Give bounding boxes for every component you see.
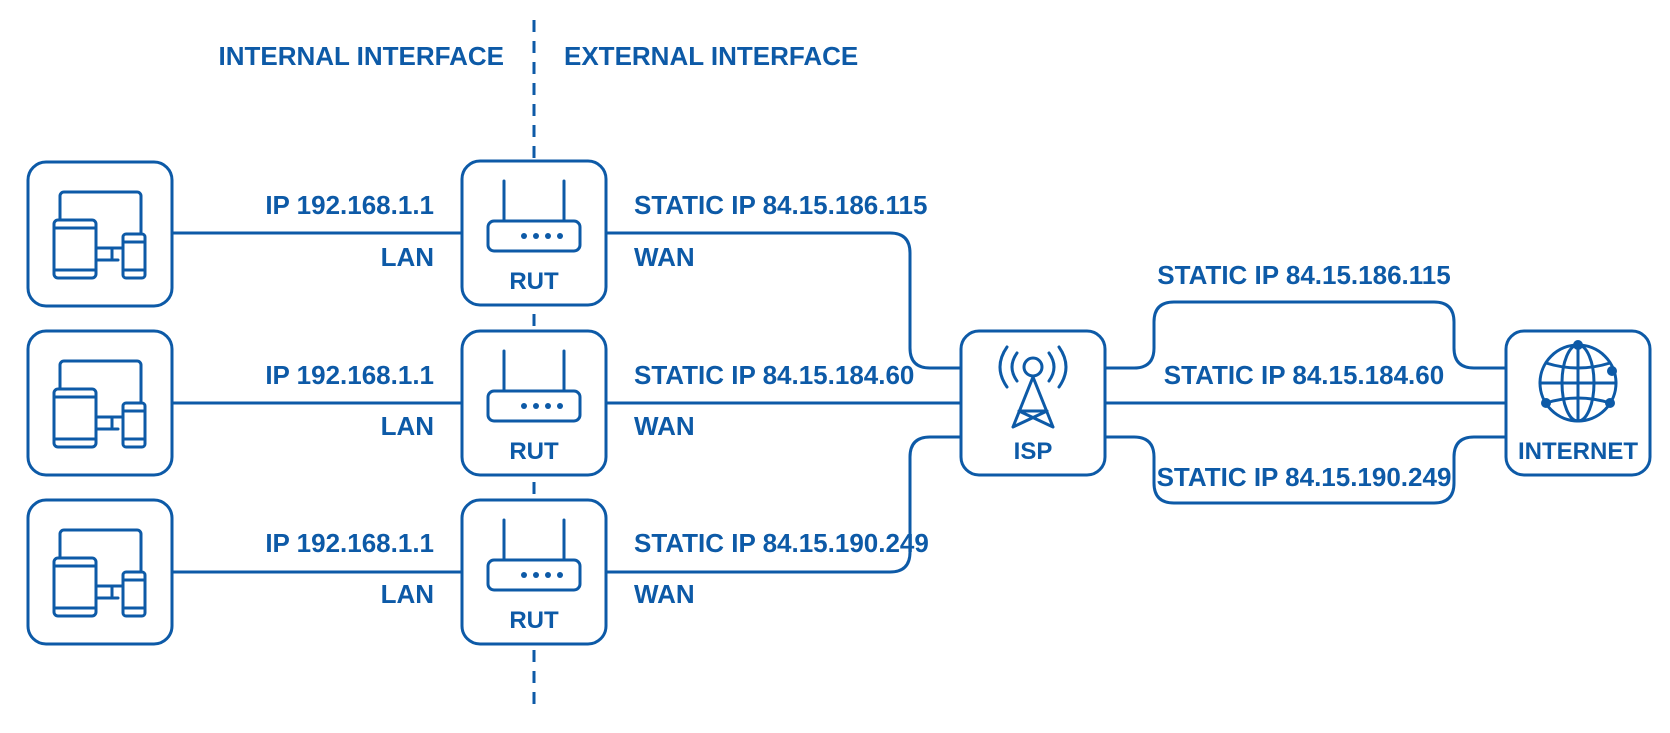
- wan-link-1: [604, 231, 962, 370]
- wan-ip-label-1: STATIC IP 84.15.186.115: [634, 190, 927, 220]
- wan-label-1: WAN: [634, 242, 695, 272]
- external-interface-header: EXTERNAL INTERFACE: [564, 41, 858, 71]
- lan-ip-label-2: IP 192.168.1.1: [265, 360, 434, 390]
- wan-ip-label-2: STATIC IP 84.15.184.60: [634, 360, 914, 390]
- lan-ip-label-1: IP 192.168.1.1: [265, 190, 434, 220]
- wan-label-3: WAN: [634, 579, 695, 609]
- internal-interface-header: INTERNAL INTERFACE: [218, 41, 504, 71]
- wan-label-2: WAN: [634, 411, 695, 441]
- device-node-2: [26, 329, 174, 477]
- device-node-3: [26, 498, 174, 646]
- isp-node: ISP: [959, 329, 1107, 477]
- router-label: RUT: [509, 268, 559, 295]
- devices-icon: [52, 528, 147, 618]
- wan-ip-label-3: STATIC IP 84.15.190.249: [634, 528, 929, 558]
- router-node-2: RUT: [460, 329, 608, 477]
- wan-link-3: [604, 435, 962, 574]
- isp-label: ISP: [1014, 438, 1053, 465]
- router-label: RUT: [509, 607, 559, 634]
- isp-link-label-2: STATIC IP 84.15.184.60: [1164, 360, 1444, 390]
- lan-label-2: LAN: [381, 411, 434, 441]
- router-icon: [486, 518, 582, 592]
- isp-internet-link-3: [1104, 435, 1508, 505]
- internet-label: INTERNET: [1518, 438, 1638, 465]
- internet-node: INTERNET: [1504, 329, 1652, 477]
- router-icon: [486, 349, 582, 423]
- router-node-3: RUT: [460, 498, 608, 646]
- devices-icon: [52, 190, 147, 280]
- router-label: RUT: [509, 438, 559, 465]
- isp-link-label-1: STATIC IP 84.15.186.115: [1157, 260, 1450, 290]
- globe-icon: [1538, 340, 1618, 423]
- lan-label-3: LAN: [381, 579, 434, 609]
- devices-icon: [52, 359, 147, 449]
- lan-ip-label-3: IP 192.168.1.1: [265, 528, 434, 558]
- isp-internet-link-1: [1104, 300, 1508, 370]
- isp-link-label-3: STATIC IP 84.15.190.249: [1157, 462, 1452, 492]
- antenna-tower-icon: [998, 345, 1068, 429]
- lan-label-1: LAN: [381, 242, 434, 272]
- router-node-1: RUT: [460, 159, 608, 307]
- router-icon: [486, 179, 582, 253]
- device-node-1: [26, 160, 174, 308]
